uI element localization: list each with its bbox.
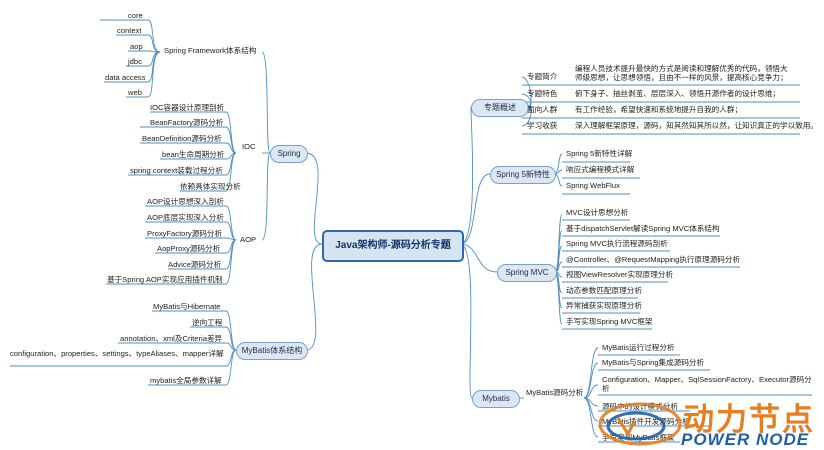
- spring-framework-node: Spring Framework体系结构: [164, 46, 257, 55]
- ioc-item: spring context装载过程分析: [130, 166, 223, 175]
- aop-item: AOP底层实现深入分析: [147, 213, 224, 222]
- topic-value: 俯下身子、抽丝剥茧、层层深入、领悟开源作者的设计思维；: [575, 89, 781, 98]
- mybatis-arch-item: configuration、properties、settings、typeAl…: [10, 349, 224, 358]
- topic-value: 编程人员技术提升最快的方式是阅读和理解优秀的代码，领悟大师级思想，让思想领悟，且…: [575, 64, 788, 82]
- springmvc-item: 动态参数匹配原理分析: [566, 286, 642, 295]
- spring5-item: Spring WebFlux: [566, 181, 620, 190]
- power-node-logo-icon: [598, 402, 682, 446]
- ioc-item: 依赖具体实现分析: [180, 182, 241, 191]
- topic-key: 专题特色: [527, 89, 558, 98]
- ioc-item: IOC容器设计原理剖析: [150, 103, 225, 112]
- springmvc-item: 异常捕获实现原理分析: [566, 301, 642, 310]
- ioc-item: BeanFactory源码分析: [150, 118, 224, 127]
- spring5-item: 响应式编程模式详解: [566, 165, 635, 174]
- framework-item-data-access: data access: [105, 73, 146, 82]
- branch-mybatis: Mybatis: [472, 390, 520, 408]
- branch-springmvc: Spring MVC: [497, 264, 557, 282]
- aop-item: AOP设计思想深入剖析: [147, 197, 224, 206]
- branch-topic: 专题概述: [471, 99, 529, 117]
- branch-spring5: Spring 5新特性: [490, 166, 556, 184]
- mybatis-arch-item: annotation、xml及Criteria差异: [120, 334, 223, 343]
- topic-value: 深入理解框架原理，源码，知其然知其所以然，让知识真正的学以致用。: [575, 121, 818, 130]
- aop-item: Advice源码分析: [168, 260, 222, 269]
- springmvc-item: MVC设计思想分析: [566, 208, 629, 217]
- framework-item-web: web: [128, 88, 142, 97]
- spring-ioc-node: IOC: [242, 142, 256, 151]
- ioc-item: bean生命周期分析: [162, 150, 225, 159]
- mybatis-item: MyBatis与Spring集成源码分析: [602, 358, 705, 367]
- framework-item-core: core: [128, 11, 143, 20]
- framework-item-jdbc: jdbc: [128, 57, 142, 66]
- mybatis-item: MyBatis插件开发源码分析: [602, 417, 690, 426]
- topic-value: 有工作经验，希望快速和系统地提升自我的人群；: [575, 105, 743, 114]
- mybatis-arch-item: mybatis全局参数详解: [150, 376, 222, 385]
- mybatis-source-node: MyBatis源码分析: [526, 388, 584, 397]
- mybatis-item: 源码中的设计模式分析: [602, 402, 678, 411]
- mybatis-item: Configuration、Mapper、SqlSessionFactory、E…: [602, 375, 812, 393]
- springmvc-item: 基于dispatchServlet解读Spring MVC体系结构: [566, 224, 720, 233]
- springmvc-item: 视图ViewResolver实现原理分析: [566, 270, 674, 279]
- branch-mybatis-arch: MyBatis体系结构: [236, 342, 308, 360]
- spring-aop-node: AOP: [240, 235, 257, 244]
- spring5-item: Spring 5新特性详解: [566, 149, 633, 158]
- framework-item-context: context: [117, 26, 142, 35]
- framework-item-aop: aop: [130, 42, 143, 51]
- ioc-item: BeanDefinition源码分析: [142, 134, 222, 143]
- mybatis-arch-item: MyBatis与Hibernate: [153, 302, 221, 311]
- mybatis-arch-item: 逆向工程: [192, 318, 223, 327]
- aop-item: ProxyFactory源码分析: [147, 229, 223, 238]
- watermark-en: POWER NODE: [681, 430, 810, 449]
- topic-key: 学习收获: [527, 121, 558, 130]
- aop-item: 基于Spring AOP实现应用插件机制: [107, 275, 223, 284]
- springmvc-item: @Controller、@RequestMapping执行原理源码分析: [566, 255, 741, 264]
- aop-item: AopProxy源码分析: [157, 244, 221, 253]
- springmvc-item: 手写实现Spring MVC框架: [566, 317, 653, 326]
- topic-key: 专题简介: [527, 72, 558, 81]
- watermark-cn: 动力节点: [683, 402, 815, 437]
- springmvc-item: Spring MVC执行流程源码剖析: [566, 239, 668, 248]
- topic-key: 面向人群: [527, 105, 558, 114]
- mybatis-item: MyBatis运行过程分析: [602, 343, 675, 352]
- branch-spring: Spring: [270, 145, 308, 163]
- central-topic: Java架构师-源码分析专题: [322, 230, 464, 262]
